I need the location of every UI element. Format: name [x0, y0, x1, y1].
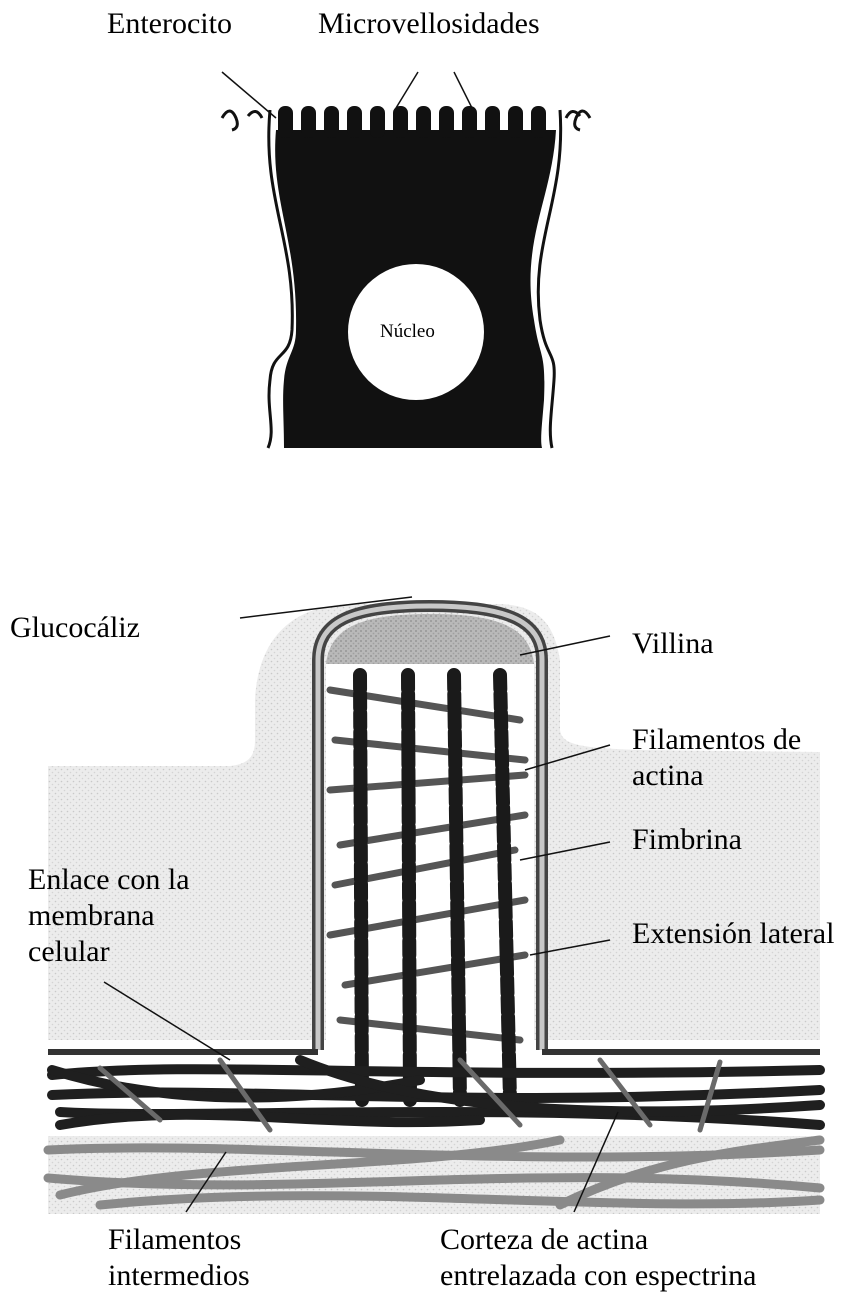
- label-membrane-link: Enlace con la membrana celular: [28, 862, 190, 970]
- label-actin-cortex-line1: Corteza de actina: [440, 1222, 756, 1258]
- label-actin-cortex: Corteza de actina entrelazada con espect…: [440, 1222, 756, 1293]
- actin-filament: [454, 675, 460, 1100]
- microvilli-leader: [454, 72, 472, 108]
- label-villin: Villina: [632, 626, 714, 662]
- microvillus: [370, 106, 385, 138]
- microvillus: [278, 106, 293, 138]
- label-actin-cortex-line2: entrelazada con espectrina: [440, 1258, 756, 1293]
- microvillus: [393, 106, 408, 138]
- label-membrane-link-line3: celular: [28, 934, 190, 970]
- label-nucleus: Núcleo: [380, 321, 435, 343]
- actin-filament: [500, 675, 510, 1100]
- label-actin-filaments: Filamentos de actina: [632, 722, 801, 794]
- label-actin-filaments-line1: Filamentos de: [632, 722, 801, 758]
- actin-filament: [408, 675, 410, 1100]
- microvillus: [462, 106, 477, 138]
- microvillus: [416, 106, 431, 138]
- label-intermediate-filaments: Filamentos intermedios: [108, 1222, 250, 1293]
- actin-filament: [360, 675, 362, 1100]
- label-glycocalyx: Glucocáliz: [10, 610, 140, 646]
- microvilli-leader: [396, 72, 418, 108]
- label-membrane-link-line2: membrana: [28, 898, 190, 934]
- label-lateral-extension: Extensión lateral: [632, 916, 834, 952]
- microvillus: [508, 106, 523, 138]
- microvillus: [324, 106, 339, 138]
- enterocyte-cell: [222, 72, 590, 448]
- label-microvilli: Microvellosidades: [318, 6, 540, 42]
- label-membrane-link-line1: Enlace con la: [28, 862, 190, 898]
- label-enterocyte: Enterocito: [107, 6, 232, 42]
- microvillus: [531, 106, 546, 138]
- label-actin-filaments-line2: actina: [632, 758, 801, 794]
- microvillus: [347, 106, 362, 138]
- label-intermediate-filaments-line1: Filamentos: [108, 1222, 250, 1258]
- microvillus: [439, 106, 454, 138]
- label-intermediate-filaments-line2: intermedios: [108, 1258, 250, 1293]
- label-fimbrin: Fimbrina: [632, 822, 742, 858]
- microvillus: [485, 106, 500, 138]
- microvillus: [301, 106, 316, 138]
